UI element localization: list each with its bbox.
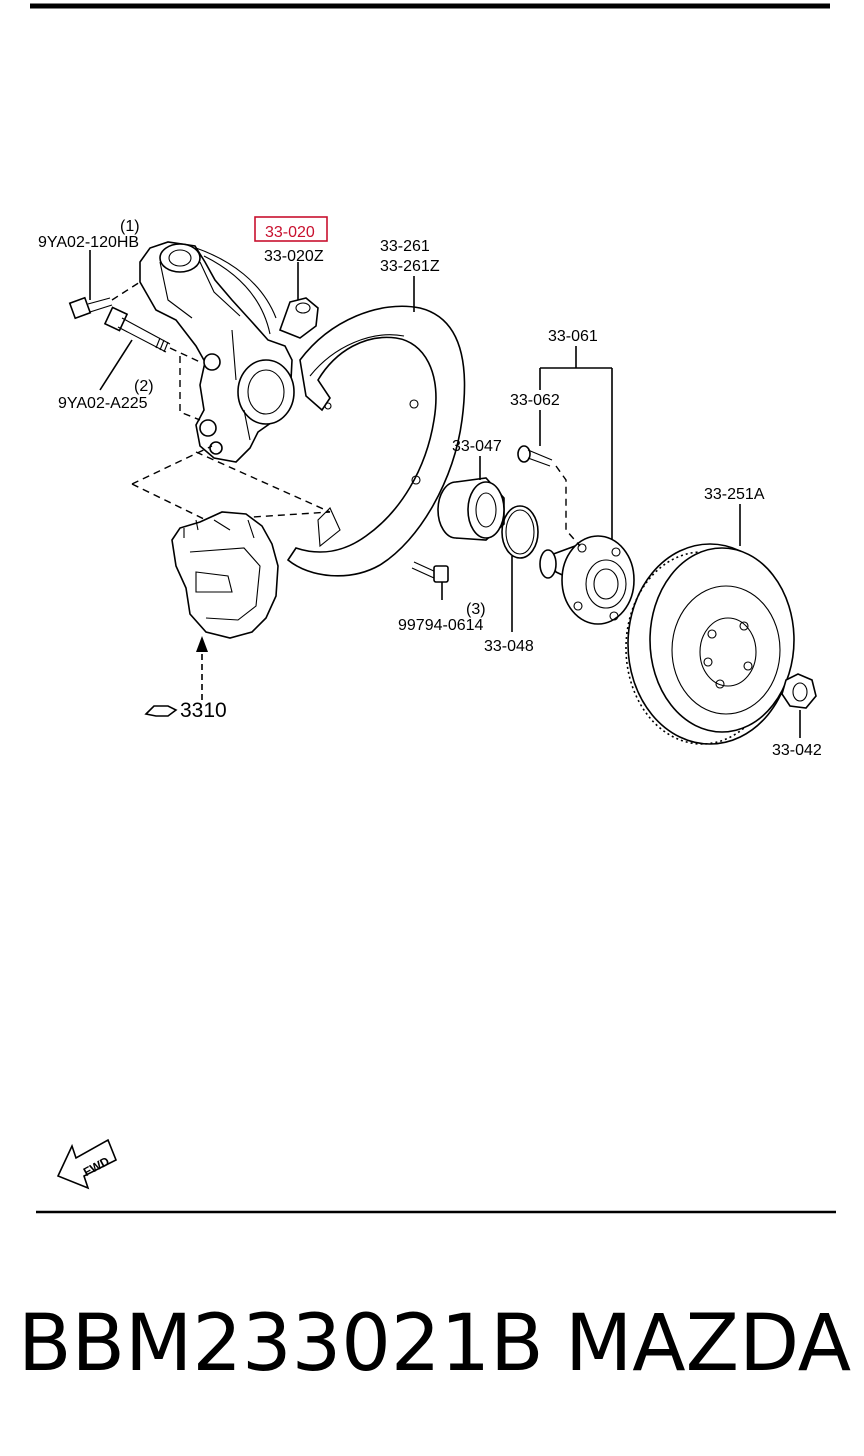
label-fwd: FWD	[81, 1154, 112, 1179]
steering-knuckle[interactable]	[139, 241, 319, 463]
label-snap-ring: 33-048	[484, 638, 534, 655]
label-hub-bolt: 33-062	[510, 392, 560, 409]
caliper-arrow-head	[196, 636, 208, 652]
label-hub-assy: 33-061	[548, 328, 598, 345]
hub-bolt-dash	[555, 465, 581, 547]
label-shield-code: 33-261	[380, 238, 430, 255]
label-bolt1-code: 9YA02-120HB	[38, 234, 139, 251]
dust-shield[interactable]	[286, 305, 466, 577]
hub-nut[interactable]	[781, 673, 817, 709]
label-shield-bolt-code: 99794-0614	[398, 617, 484, 634]
snap-ring[interactable]	[501, 505, 539, 559]
label-bolt2-code: 9YA02-A225	[58, 395, 148, 412]
bolt-9YA02-A225[interactable]	[99, 306, 171, 391]
label-knuckle-code[interactable]: 33-020	[265, 224, 315, 241]
wheel-hub[interactable]	[539, 535, 635, 625]
label-caliper-ref[interactable]: 3310	[180, 699, 227, 722]
caliper-mount-dash	[131, 445, 331, 521]
wheel-bearing[interactable]	[437, 477, 505, 541]
reference-pointer-icon	[144, 705, 178, 717]
label-knuckle-alt: 33-020Z	[264, 248, 324, 265]
label-bolt2-qty: (2)	[134, 378, 154, 395]
highlight-box	[254, 216, 328, 242]
hub-bolt[interactable]	[517, 445, 553, 467]
label-shield-bolt-qty: (3)	[466, 601, 486, 618]
brake-caliper[interactable]	[171, 511, 279, 639]
caption-part-number: BBM233021B	[18, 1299, 544, 1389]
brake-disc[interactable]	[625, 543, 795, 745]
caption-brand: MAZDA	[565, 1299, 851, 1389]
bolt-9YA02-120HB[interactable]	[68, 250, 113, 320]
label-shield-alt: 33-261Z	[380, 258, 440, 275]
label-nut: 33-042	[772, 742, 822, 759]
bolt1-dash	[111, 281, 141, 301]
fwd-arrow-icon	[56, 1138, 118, 1190]
bolt-99794-0614[interactable]	[411, 561, 449, 583]
label-bearing: 33-047	[452, 438, 502, 455]
bolt2-dash	[169, 347, 201, 421]
label-bolt1-qty: (1)	[120, 218, 140, 235]
label-disc: 33-251A	[704, 486, 765, 503]
leader-hub-bracket	[539, 346, 613, 540]
